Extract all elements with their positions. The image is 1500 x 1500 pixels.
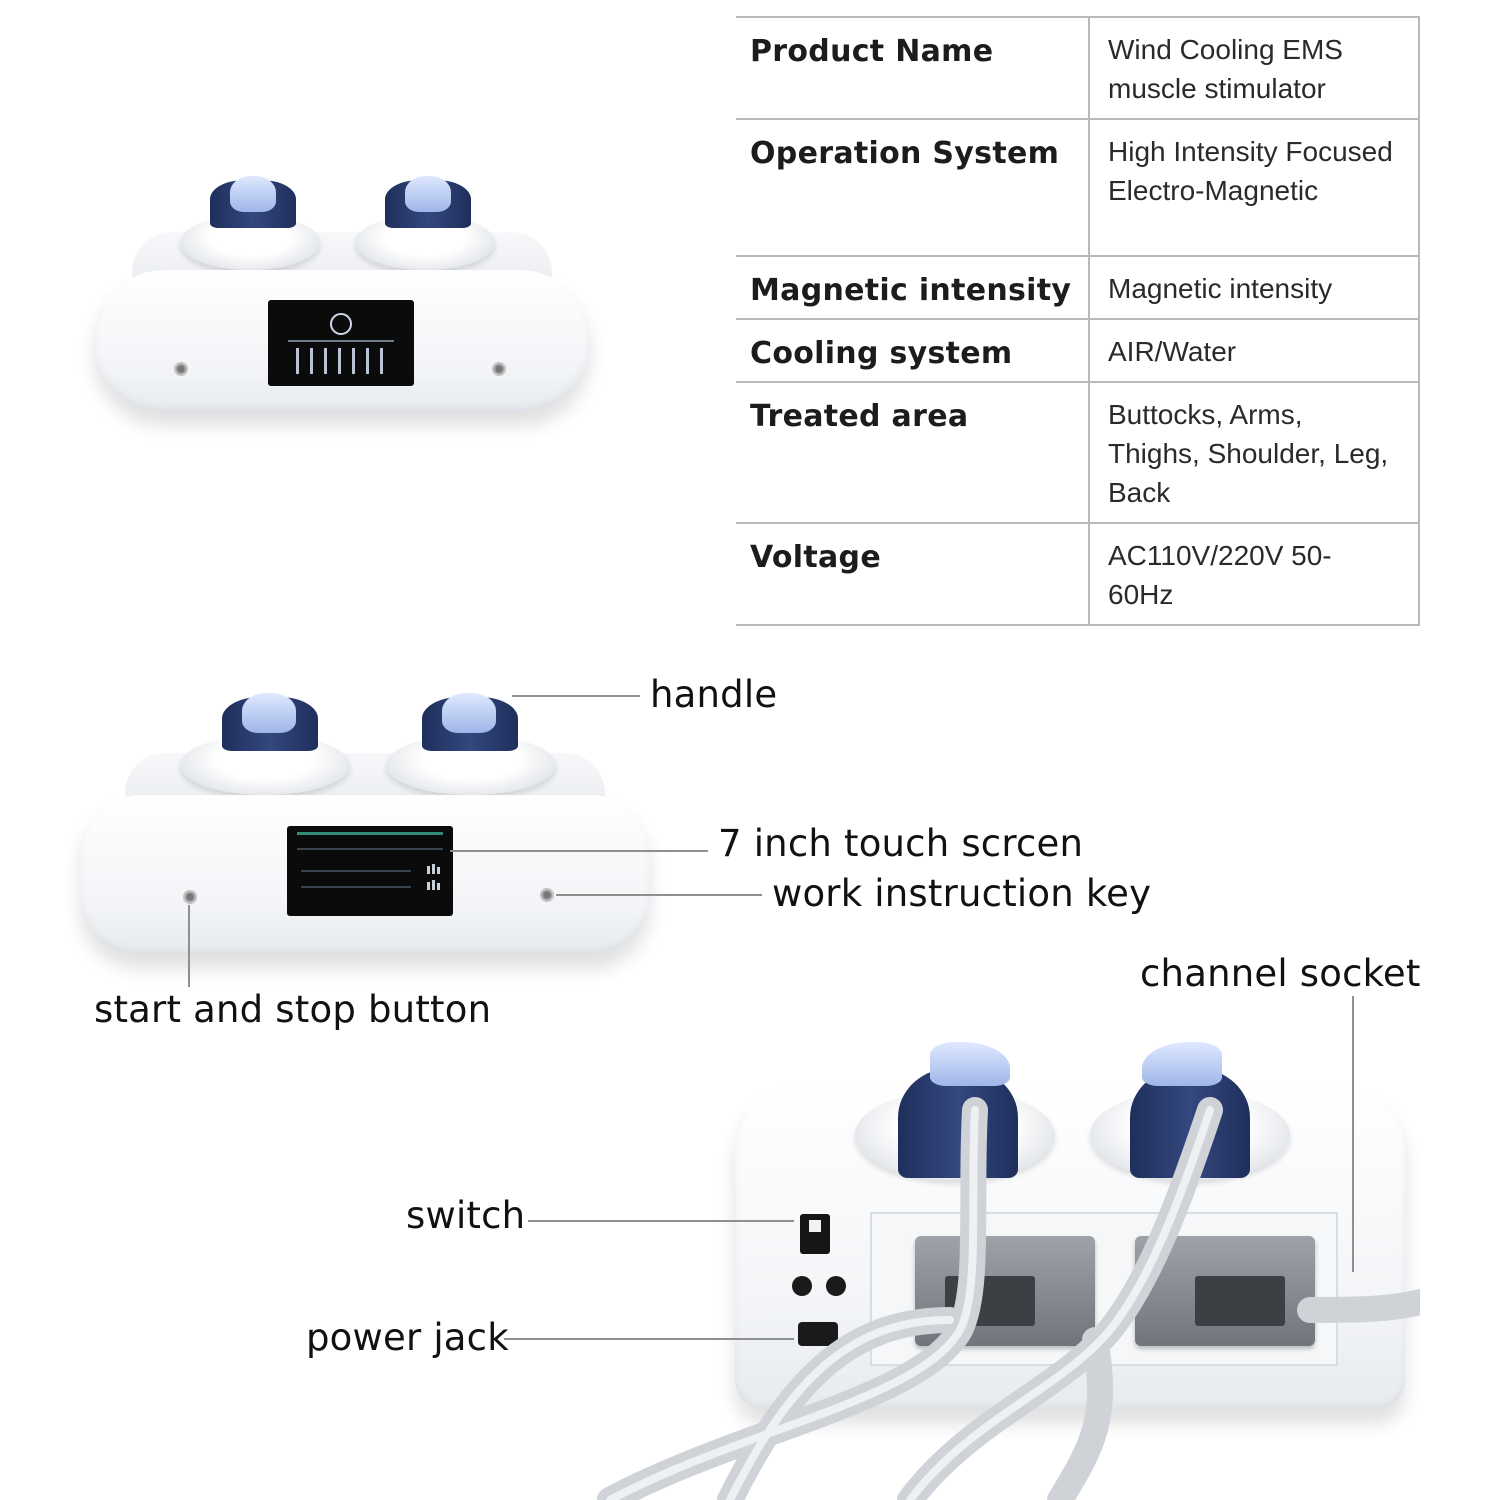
aux-jack-left (792, 1276, 812, 1296)
work-key-leader-line (556, 894, 762, 896)
touch-screen (268, 300, 414, 386)
spec-label: Product Name (736, 17, 1090, 119)
spec-row: Cooling system AIR/Water (736, 319, 1420, 382)
switch-label: switch (406, 1194, 526, 1237)
handle-cap-right (1142, 1042, 1222, 1086)
power-jack-label: power jack (306, 1316, 509, 1359)
handle-left (898, 1068, 1018, 1178)
start-stop-button-icon[interactable] (174, 362, 188, 376)
handle-cap-right (405, 176, 451, 212)
spec-value: Wind Cooling EMS muscle stimulator (1089, 17, 1420, 119)
start-stop-button-icon[interactable] (183, 890, 197, 904)
work-instruction-key-icon[interactable] (540, 888, 554, 902)
power-switch[interactable] (800, 1214, 830, 1254)
channel-socket-label: channel socket (1140, 952, 1421, 995)
spec-value: Buttocks, Arms, Thighs, Shoulder, Leg, B… (1089, 382, 1420, 523)
spec-label: Magnetic intensity (736, 256, 1090, 319)
touch-screen-label: 7 inch touch scrcen (718, 822, 1084, 865)
handle-cap-left (242, 693, 296, 733)
handle-cap-right (442, 693, 496, 733)
handle-label: handle (650, 673, 778, 716)
channel-socket-leader-line (1352, 996, 1354, 1272)
device-front-view-annotated (80, 685, 660, 975)
spec-value: High Intensity Focused Electro-Magnetic (1089, 119, 1420, 256)
device-front-view-top (80, 170, 610, 430)
spec-label: Treated area (736, 382, 1090, 523)
work-instruction-key-icon[interactable] (492, 362, 506, 376)
touch-screen (287, 826, 453, 916)
handle-cap-left (930, 1042, 1010, 1086)
handle-cap-left (230, 176, 276, 212)
spec-value: AIR/Water (1089, 319, 1420, 382)
work-key-label: work instruction key (772, 872, 1152, 915)
spec-row: Treated area Buttocks, Arms, Thighs, Sho… (736, 382, 1420, 523)
screen-ui-graphic (288, 313, 394, 374)
spec-label: Operation System (736, 119, 1090, 256)
spec-value: AC110V/220V 50-60Hz (1089, 523, 1420, 625)
handle-leader-line (512, 695, 640, 697)
spec-row: Magnetic intensity Magnetic intensity (736, 256, 1420, 319)
device-rear-view (597, 1040, 1420, 1500)
start-stop-leader-line (188, 905, 190, 987)
switch-leader-line (528, 1220, 794, 1222)
spec-label: Voltage (736, 523, 1090, 625)
start-stop-label: start and stop button (94, 988, 492, 1031)
socket-display (1195, 1276, 1285, 1326)
spec-row: Product Name Wind Cooling EMS muscle sti… (736, 17, 1420, 119)
spec-value: Magnetic intensity (1089, 256, 1420, 319)
cooling-hoses (597, 1097, 1420, 1500)
spec-table: Product Name Wind Cooling EMS muscle sti… (736, 16, 1420, 626)
spec-row: Operation System High Intensity Focused … (736, 119, 1420, 256)
screen-ui-graphic (297, 832, 443, 890)
power-jack[interactable] (798, 1322, 838, 1346)
aux-jack-right (826, 1276, 846, 1296)
spec-label: Cooling system (736, 319, 1090, 382)
power-jack-leader-line (504, 1338, 794, 1340)
switch-rocker-icon (809, 1220, 821, 1232)
touch-screen-leader-line (450, 850, 708, 852)
spec-row: Voltage AC110V/220V 50-60Hz (736, 523, 1420, 625)
